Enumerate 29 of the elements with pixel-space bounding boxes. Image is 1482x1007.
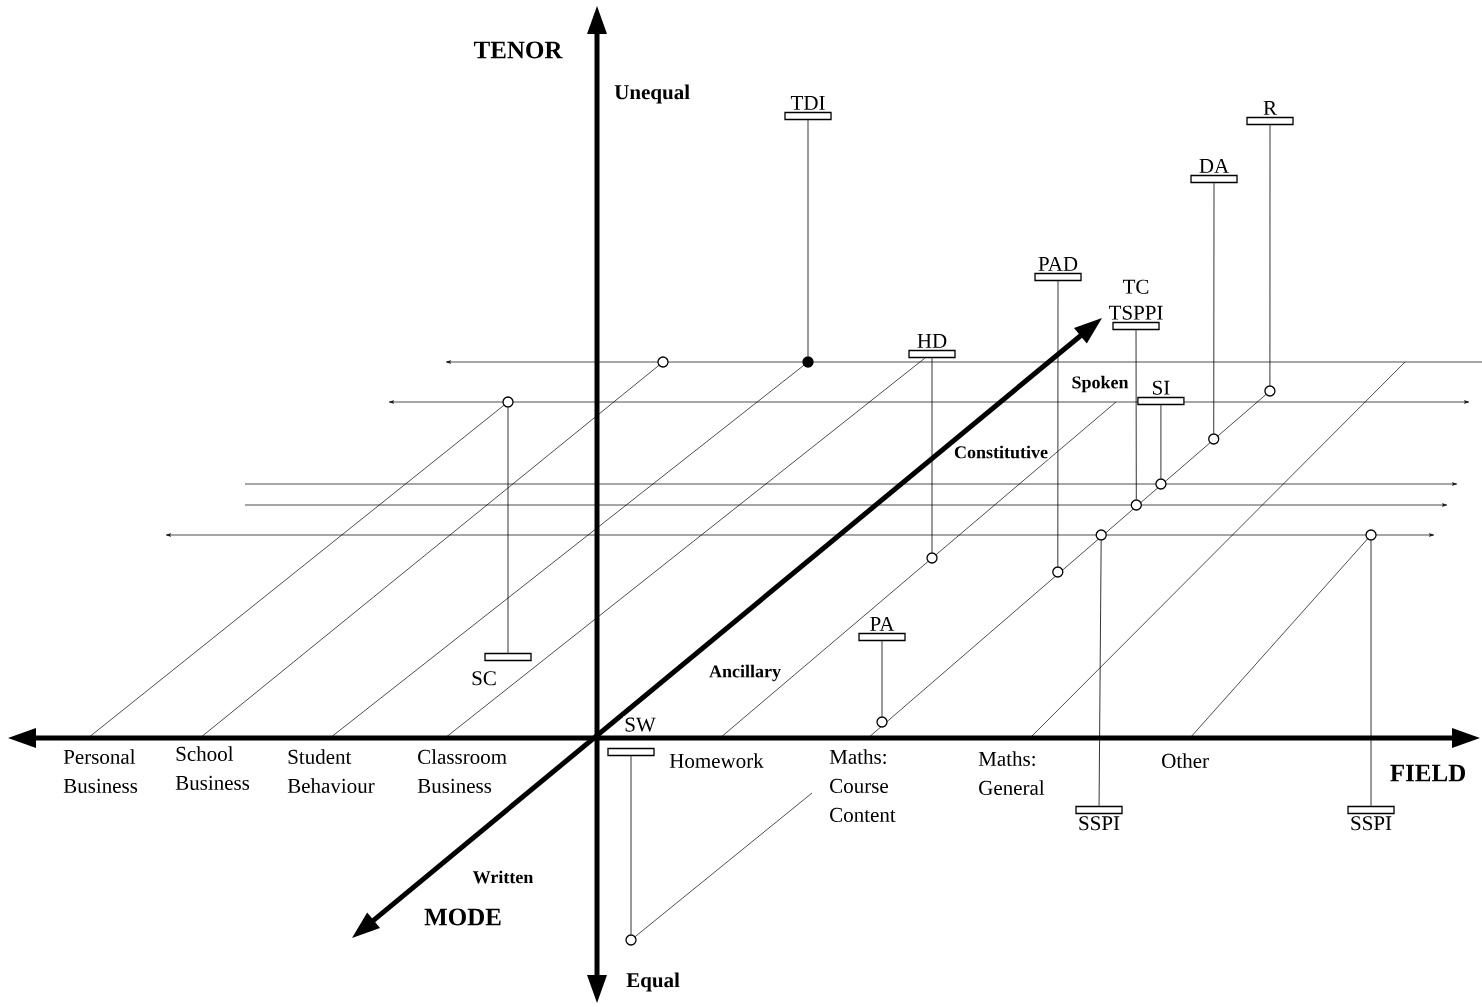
drop-line (1098, 540, 1102, 807)
category-label: Student Behaviour (287, 749, 375, 793)
axis-title: TENOR (473, 41, 563, 59)
axis-value-label: Ancillary (708, 663, 782, 683)
drop-line (1213, 182, 1215, 434)
drop-line (807, 119, 809, 357)
drop-line (881, 640, 883, 717)
axis-end-label: Unequal (614, 84, 690, 104)
drop-line (630, 755, 632, 935)
category-label: Homework (669, 753, 764, 768)
category-label: Maths: General (978, 751, 1045, 795)
axis-value-label: Written (471, 869, 535, 885)
drop-line (507, 407, 509, 654)
axis-value-label: Constitutive (953, 444, 1049, 460)
category-label: Personal Business (63, 749, 138, 793)
drop-line (1160, 404, 1162, 479)
drop-line (931, 357, 933, 553)
axis-value-label: Spoken (1070, 374, 1130, 394)
drop-line (1370, 540, 1372, 807)
category-label: Other (1162, 753, 1209, 768)
axis-title: MODE (424, 908, 501, 926)
drop-line (1269, 124, 1271, 386)
drop-line (1057, 280, 1059, 567)
drop-line (1135, 329, 1137, 500)
category-label: School Business (175, 746, 250, 790)
category-label: Maths: Course Content (829, 749, 896, 822)
axis-title: FIELD (1390, 764, 1465, 782)
axis-end-label: Equal (626, 972, 680, 992)
category-label: Classroom Business (417, 749, 507, 793)
